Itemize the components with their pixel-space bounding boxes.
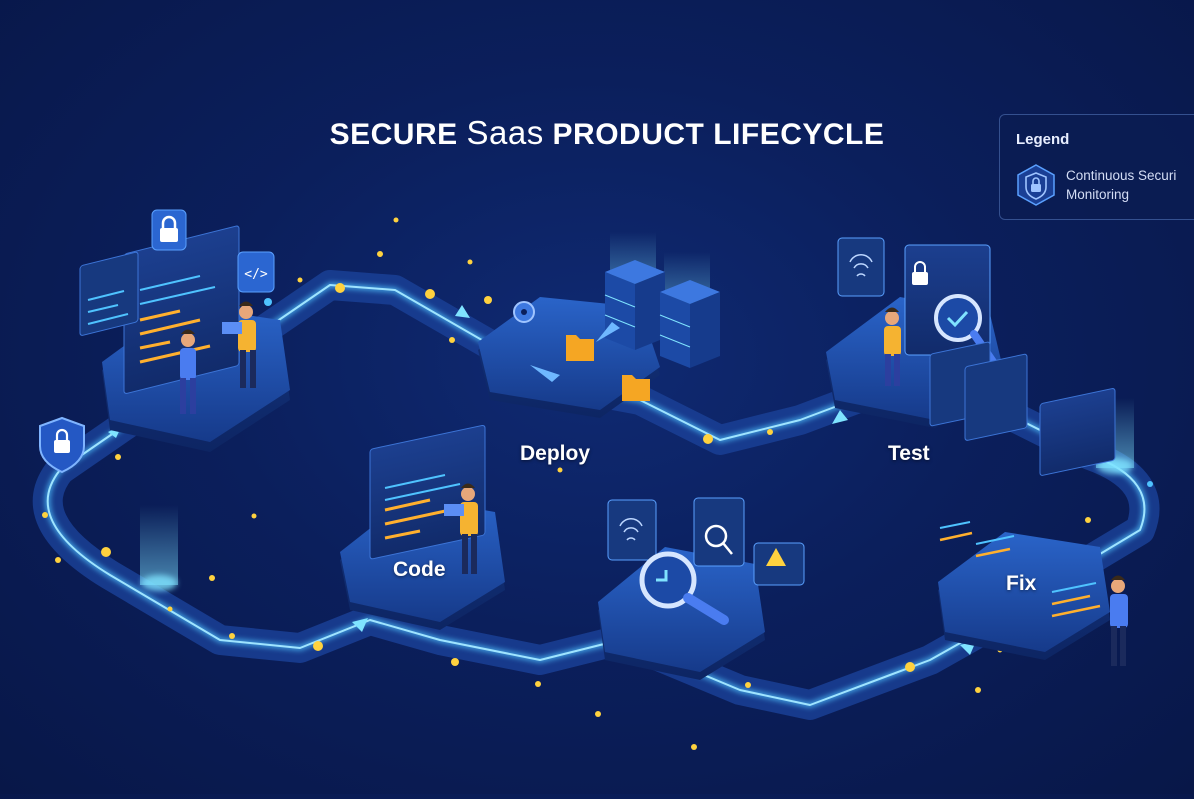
stage-label-fix: Fix <box>1006 572 1037 595</box>
stage-label-code: Code <box>393 558 446 581</box>
stage-label-test: Test <box>888 442 930 465</box>
legend-label: Continuous Securi Monitoring <box>1066 166 1194 204</box>
legend-label-line1: Continuous Securi <box>1066 168 1177 183</box>
platform-deploy <box>478 260 720 418</box>
stage-label-deploy: Deploy <box>520 442 591 465</box>
platform-code <box>340 424 505 630</box>
platform-fix <box>929 341 1128 666</box>
shield-lock-icon <box>1017 164 1055 206</box>
legend-panel: Legend Continuous Securi Monitoring <box>999 114 1194 220</box>
legend-label-line2: Monitoring <box>1066 187 1130 202</box>
legend-title: Legend <box>1016 131 1070 148</box>
shield-lock-icon <box>39 416 85 474</box>
svg-text:</>: </> <box>244 267 268 282</box>
platform-plan: </> <box>79 209 290 452</box>
platform-scan <box>598 497 805 680</box>
